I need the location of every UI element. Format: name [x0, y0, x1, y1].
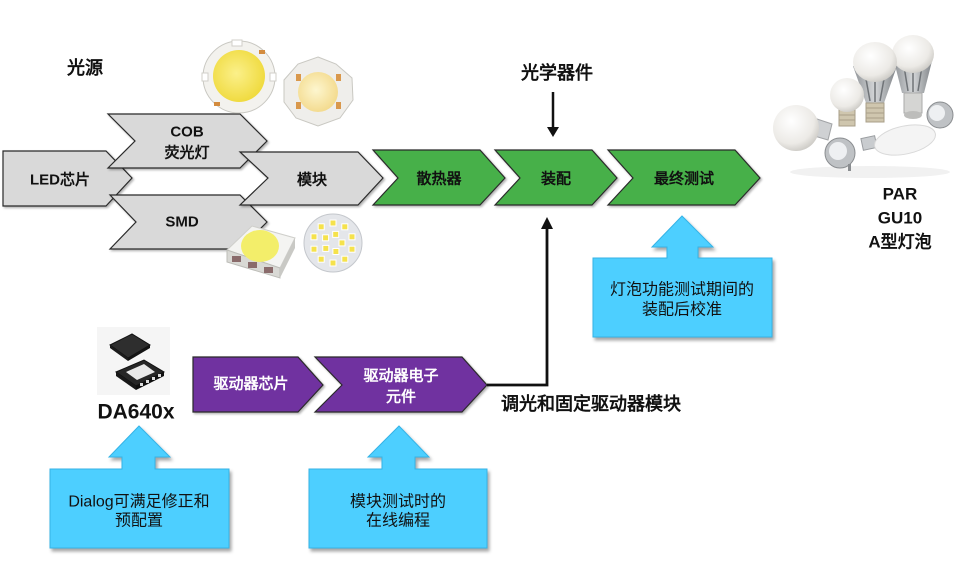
led-bulbs-image	[773, 35, 954, 178]
led-dot	[341, 223, 349, 231]
led-dot	[322, 244, 330, 252]
smd-led-image-board	[303, 213, 363, 273]
led-dot	[329, 259, 337, 267]
callout-online-programming-line2: 在线编程	[366, 512, 430, 530]
product-par: PAR	[883, 185, 918, 204]
bulb-candle	[860, 124, 936, 156]
optics-arrow	[547, 92, 559, 137]
chip-label: DA640x	[97, 401, 174, 424]
product-gu10: GU10	[878, 209, 922, 228]
stage-label-fluorescent: 荧光灯	[164, 144, 209, 162]
led-dot	[322, 234, 330, 242]
stage-label-driver-components-line2: 元件	[386, 388, 416, 406]
bulb-lying	[773, 105, 833, 151]
stage-driver-chip	[192, 356, 324, 413]
stage-label-driver-chip: 驱动器芯片	[213, 375, 288, 393]
stage-assembly	[493, 149, 618, 206]
led-dot	[332, 248, 340, 255]
driver-to-assembly-connector	[487, 217, 553, 387]
callout-shape	[308, 425, 488, 549]
heading-light-source: 光源	[66, 57, 103, 78]
stage-label-smd: SMD	[165, 214, 199, 231]
led-emitter	[213, 50, 265, 102]
stage-shape	[106, 113, 268, 169]
callout-shape	[592, 215, 773, 338]
stage-module	[238, 151, 384, 206]
product-a-bulb: A型灯泡	[868, 232, 931, 252]
callout-dialog-line2: 预配置	[115, 512, 163, 530]
da640x-chip-image	[97, 327, 170, 395]
bulb-gu10-right	[926, 101, 954, 129]
heading-optics: 光学器件	[520, 62, 593, 83]
stage-led-chip	[2, 150, 133, 207]
bulb-a-bayonet	[892, 35, 934, 119]
stage-label-final-test: 最终测试	[654, 170, 714, 188]
arrow-down-icon	[547, 127, 559, 137]
stage-label-module: 模块	[297, 171, 328, 189]
stage-cob	[106, 113, 268, 169]
led-dot	[348, 233, 356, 241]
stage-label-led-chip: LED芯片	[30, 171, 90, 189]
callout-dialog	[49, 425, 230, 549]
callout-online-programming-line1: 模块测试时的	[350, 493, 446, 511]
stage-shape	[313, 356, 488, 413]
stage-shape	[371, 149, 506, 206]
arrow-up-icon	[541, 217, 553, 229]
led-dot	[348, 245, 356, 253]
connector-line	[487, 228, 549, 387]
stage-label-heatsink: 散热器	[416, 170, 462, 188]
stage-label-cob: COB	[170, 124, 204, 141]
stage-driver-components	[313, 356, 488, 413]
callout-online-programming	[308, 425, 488, 549]
led-emitter	[298, 72, 338, 112]
stage-shape	[493, 149, 618, 206]
heading-dimming-module: 调光和固定驱动器模块	[501, 393, 682, 414]
callout-shape	[49, 425, 230, 549]
stage-label-driver-components-line1: 驱动器电子	[363, 367, 438, 385]
led-dot	[341, 255, 349, 263]
led-dot	[317, 223, 325, 231]
smd-led-image-chip	[226, 225, 296, 279]
cob-led-image-round	[201, 39, 277, 114]
callout-calibration	[592, 215, 773, 338]
led-dot	[332, 230, 340, 238]
led-dot	[338, 239, 346, 247]
stage-shape	[2, 150, 133, 207]
led-dot	[310, 233, 318, 241]
callout-calibration-line2: 装配后校准	[642, 301, 722, 319]
bulb-gu10-left	[824, 137, 856, 171]
led-dot	[310, 245, 318, 253]
bulb-a-screw	[853, 42, 897, 123]
stage-heatsink	[371, 149, 506, 206]
stage-final-test	[606, 149, 761, 206]
led-dot	[329, 219, 337, 227]
bulb-globe	[830, 78, 864, 127]
cob-led-image-star	[283, 56, 354, 127]
stage-label-assembly: 装配	[540, 170, 571, 188]
callout-dialog-line1: Dialog可满足修正和	[68, 493, 209, 511]
led-dot	[317, 255, 325, 263]
stage-shape	[192, 356, 324, 413]
stage-shape	[238, 151, 384, 206]
stage-shape	[606, 149, 761, 206]
led-emitter	[241, 230, 279, 262]
callout-calibration-line1: 灯泡功能测试期间的	[610, 281, 754, 299]
